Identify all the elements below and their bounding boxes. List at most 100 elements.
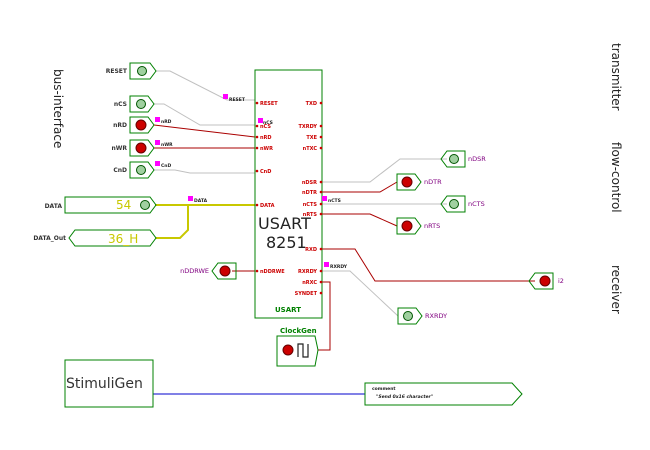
io-cnd-label: CnD	[113, 167, 127, 174]
clockgen-name: ClockGen	[280, 327, 317, 335]
usart-title-line2: 8251	[266, 233, 307, 252]
io-ndsr-label: nDSR	[468, 155, 486, 163]
wire-ndtr	[322, 181, 398, 193]
wire-nrd	[153, 124, 256, 138]
io-ndtr-icon	[401, 176, 413, 188]
marker-nrd-label: nRD	[161, 119, 172, 125]
marker-reset	[223, 94, 228, 99]
wire-markers: RESET nCS nRD nWR CnD DATA nCTS RXRDY	[155, 94, 371, 390]
io-reset-icon	[137, 66, 147, 76]
pin-txd: TXD	[306, 101, 317, 107]
marker-nrd	[155, 117, 160, 122]
pin-rxrdy: RXRDY	[298, 269, 317, 275]
io-data[interactable]: 54 DATA	[45, 196, 157, 214]
flow-control-label: flow-control	[609, 142, 623, 213]
io-ndtr[interactable]: nDTR	[396, 173, 442, 191]
io-ndsr-icon	[449, 154, 459, 164]
stimuligen-name: StimuliGen	[66, 376, 143, 392]
io-ncts-label: nCTS	[468, 200, 485, 208]
pin-cnd: CnD	[260, 169, 271, 175]
wire-ncs	[154, 103, 255, 126]
marker-reset-label: RESET	[229, 97, 246, 103]
wire-cnd	[154, 169, 255, 174]
io-i2[interactable]: i2	[528, 272, 564, 290]
io-nrts-icon	[401, 220, 413, 232]
usart-body	[254, 69, 323, 319]
io-ncts[interactable]: nCTS	[440, 195, 485, 213]
io-rxrdy-icon	[403, 311, 413, 321]
io-nrts-label: nRTS	[424, 222, 440, 230]
io-nddrwe[interactable]: nDDRWE	[180, 262, 237, 280]
io-ndsr[interactable]: nDSR	[440, 150, 486, 168]
io-data-out[interactable]: 36_H DATA_Out	[33, 229, 157, 247]
io-reset-label: RESET	[106, 68, 128, 75]
marker-nwr-label: nWR	[161, 142, 173, 148]
pin-ndsr: nDSR	[302, 180, 317, 186]
pin-rxd: RXD	[305, 247, 317, 253]
pin-nrd: nRD	[260, 135, 272, 141]
io-nrd[interactable]: nRD	[113, 116, 155, 134]
pin-data: DATA	[260, 203, 275, 209]
data-out-value: 36_H	[108, 232, 138, 246]
pin-nddrwe: nDDRWE	[260, 269, 285, 275]
io-reset[interactable]: RESET	[106, 62, 157, 80]
comment-box[interactable]: comment "Send 0x16 character"	[364, 382, 523, 406]
marker-data-label: DATA	[194, 198, 208, 204]
pin-ncs: nCS	[260, 124, 271, 130]
io-ncts-icon	[449, 199, 459, 209]
marker-ncs	[258, 118, 263, 123]
io-nrd-label: nRD	[113, 122, 127, 129]
transmitter-label: transmitter	[609, 43, 623, 111]
wires	[152, 70, 535, 395]
pin-txrdy: TXRDY	[298, 124, 317, 130]
wire-rxd	[322, 248, 535, 282]
io-nrts[interactable]: nRTS	[396, 217, 440, 235]
pin-txe: TXE	[306, 135, 317, 141]
marker-ncs-label: nCS	[263, 120, 273, 126]
marker-ncts-label: nCTS	[328, 198, 341, 204]
io-i2-label: i2	[558, 277, 564, 285]
stimuligen-block[interactable]: StimuliGen	[64, 359, 154, 408]
io-rxrdy[interactable]: RXRDY	[397, 307, 447, 325]
pin-ndtr: nDTR	[302, 190, 317, 196]
io-nrd-icon	[135, 119, 147, 131]
wire-nrts	[322, 213, 398, 227]
marker-cnd	[155, 161, 160, 166]
io-ncs-icon	[136, 99, 146, 109]
comment-text: "Send 0x16 character"	[376, 394, 433, 400]
io-ndtr-label: nDTR	[424, 178, 442, 186]
comment-label: comment	[372, 386, 396, 392]
usart-left-pins: RESET nCS nRD nWR CnD DATA nDDRWE	[255, 101, 285, 275]
marker-rxrdy-label: RXRDY	[330, 264, 348, 270]
io-data-out-label: DATA_Out	[33, 235, 66, 242]
data-value: 54	[116, 198, 131, 212]
wire-reset	[156, 70, 255, 101]
clockgen-block[interactable]: ClockGen	[276, 327, 319, 367]
io-nwr-label: nWR	[111, 145, 127, 152]
io-rxrdy-label: RXRDY	[425, 312, 447, 320]
clock-wave-icon	[297, 343, 309, 358]
io-i2-icon	[539, 275, 551, 287]
io-nwr[interactable]: nWR	[111, 139, 155, 157]
io-cnd[interactable]: CnD	[113, 161, 155, 179]
wire-rxrdy	[322, 270, 399, 317]
bus-data-out	[156, 205, 189, 239]
wire-ndsr	[322, 158, 447, 183]
pin-reset: RESET	[260, 101, 278, 107]
usart-block[interactable]: USART 8251 USART RESET nCS nRD nWR CnD D…	[254, 69, 323, 319]
pin-nwr: nWR	[260, 146, 273, 152]
io-nddrwe-label: nDDRWE	[180, 267, 209, 275]
io-data-icon	[140, 200, 150, 210]
bus-interface-label: bus-interface	[51, 69, 65, 148]
usart-right-pins: TXD TXRDY TXE nTXC nDSR nDTR nCTS nRTS R…	[295, 101, 323, 297]
clock-led-icon	[282, 344, 294, 356]
pin-syndet: SYNDET	[295, 291, 318, 297]
io-data-label: DATA	[45, 203, 63, 210]
io-cnd-icon	[136, 165, 146, 175]
pin-ntxc: nTXC	[303, 146, 318, 152]
marker-data	[188, 196, 193, 201]
pin-nrts: nRTS	[303, 212, 318, 218]
io-ncs[interactable]: nCS	[114, 95, 155, 113]
receiver-label: receiver	[609, 265, 623, 314]
